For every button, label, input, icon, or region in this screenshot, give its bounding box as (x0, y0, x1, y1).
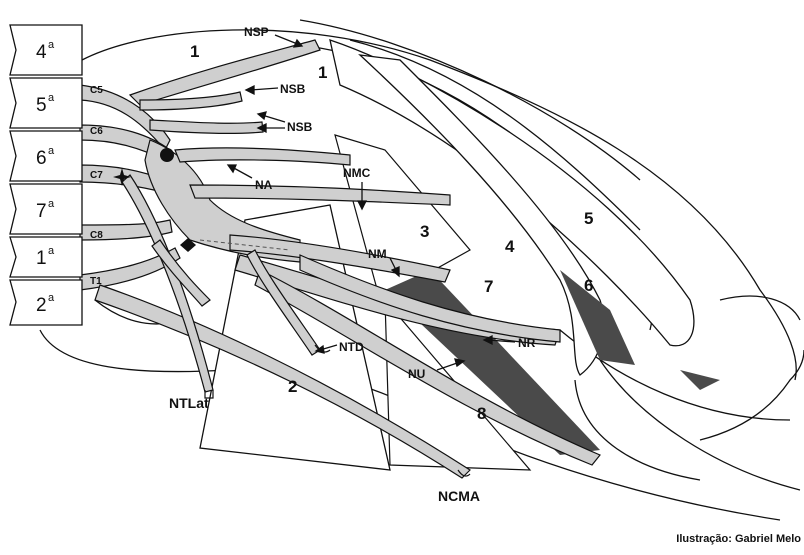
dashed-guide-line (199, 239, 291, 251)
vertebra-superscript: a (48, 198, 55, 210)
region-number-5: 5 (584, 209, 593, 228)
vertebra-label: 5 (36, 95, 47, 116)
vertebra-4: 4 a (9, 24, 83, 76)
vertebra-superscript: a (48, 39, 55, 51)
root-label-c7: C7 (90, 170, 103, 181)
vertebra-7: 7 a (9, 183, 83, 235)
vertebra-6: 6 a (9, 130, 83, 182)
star-marker (113, 168, 131, 186)
region-number-6: 6 (584, 276, 593, 295)
plexus-nerves (79, 39, 601, 479)
root-label-c6: C6 (90, 126, 103, 137)
nerve-label-ntd: NTD (339, 340, 364, 354)
region-number-1a: 1 (190, 42, 199, 61)
nerve-label-ntlat: NTLat (169, 395, 209, 411)
vertebra-1: 1 a (9, 236, 83, 278)
region-number-3: 3 (420, 222, 429, 241)
circle-marker (160, 148, 174, 162)
nerve-label-nr: NR (518, 336, 536, 350)
vertebra-superscript: a (48, 145, 55, 157)
vertebra-superscript: a (48, 292, 55, 304)
nerve-label-nsp: NSP (244, 25, 269, 39)
nerve-label-nm: NM (368, 247, 387, 261)
nerve-label-nsb-lower: NSB (287, 120, 313, 134)
region-number-7: 7 (484, 277, 493, 296)
vertebra-label: 1 (36, 248, 47, 269)
vertebra-superscript: a (48, 245, 55, 257)
vertebra-label: 2 (36, 295, 47, 316)
nerve-label-nsb-upper: NSB (280, 82, 306, 96)
root-label-t1: T1 (90, 276, 102, 287)
nerve-label-nu: NU (408, 367, 425, 381)
region-number-4: 4 (505, 237, 515, 256)
nerve-label-nmc: NMC (343, 166, 371, 180)
illustration-credit: Ilustração: Gabriel Melo (676, 533, 801, 545)
dark-muscle-strip-2 (560, 270, 635, 365)
region-3-muscle (334, 134, 471, 301)
vertebra-2: 2 a (9, 279, 83, 326)
root-label-c5: C5 (90, 85, 103, 96)
nerve-label-na: NA (255, 178, 273, 192)
vertebra-label: 4 (36, 42, 47, 63)
vertebrae-column: 4 a 5 a 6 a 7 a 1 a 2 a (9, 24, 83, 326)
diamond-marker (180, 238, 196, 252)
vertebra-label: 6 (36, 148, 47, 169)
label-arrows (226, 34, 516, 371)
root-label-c8: C8 (90, 230, 103, 241)
vertebra-label: 7 (36, 201, 47, 222)
vertebra-5: 5 a (9, 77, 83, 129)
nerve-label-ncma: NCMA (438, 488, 480, 504)
region-number-1b: 1 (318, 63, 327, 82)
dark-muscle-strip-3 (680, 370, 720, 390)
region-number-2: 2 (288, 377, 297, 396)
region-number-8: 8 (477, 404, 486, 423)
vertebra-superscript: a (48, 92, 55, 104)
region-4-muscle (358, 54, 605, 376)
